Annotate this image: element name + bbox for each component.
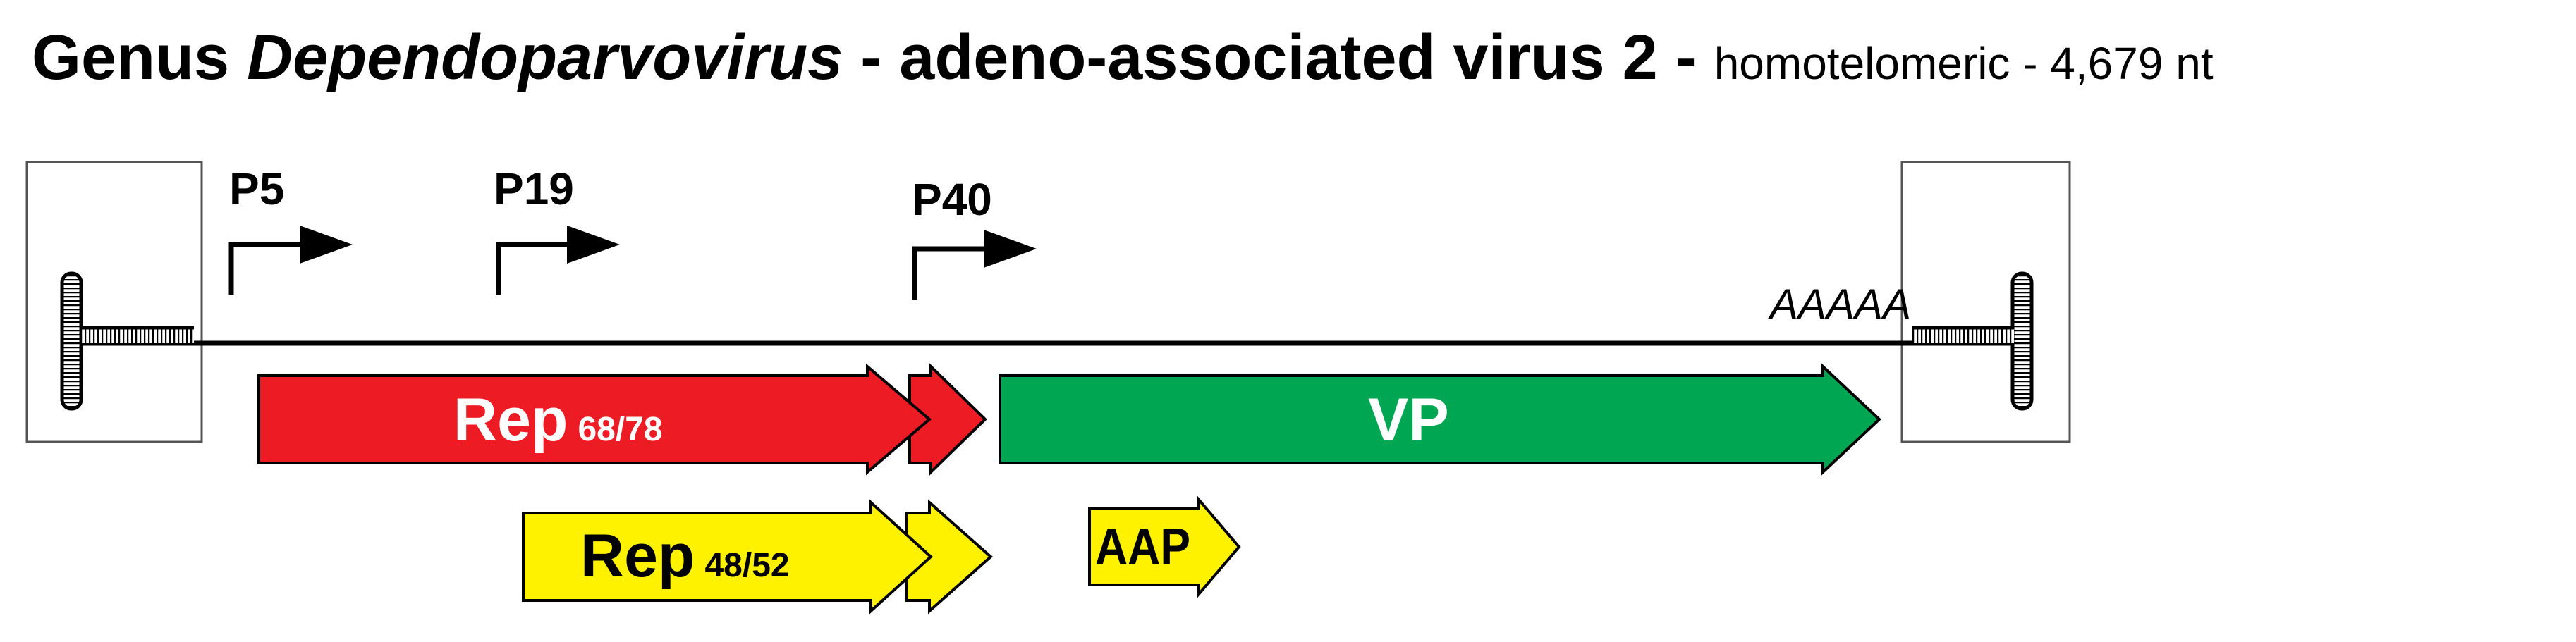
title-separator-1: - xyxy=(843,23,899,93)
orf-arrow xyxy=(908,363,987,476)
orf-arrow xyxy=(905,499,994,615)
bent-arrow-promoter-icon xyxy=(228,242,303,295)
title-genome-info: homotelomeric - 4,679 nt xyxy=(1714,38,2214,89)
left-terminal-box xyxy=(25,161,203,443)
polya-signal-label: AAAAA xyxy=(1768,280,1911,328)
left-itr-hairpin-icon xyxy=(60,271,194,411)
arrow-head xyxy=(984,230,1037,268)
orf-vp: VP xyxy=(999,363,1881,476)
promoter-label: P5 xyxy=(229,163,284,214)
arrow-head xyxy=(567,226,620,264)
orf-arrow xyxy=(999,363,1881,476)
orf-arrow xyxy=(1088,495,1241,598)
orf-name: Rep xyxy=(453,386,568,454)
page-title: Genus Dependoparvovirus - adeno-associat… xyxy=(32,23,2214,93)
right-itr-hairpin-icon xyxy=(1912,271,2034,411)
orf-subscript: 48/52 xyxy=(704,547,789,584)
orf-label: VP xyxy=(1368,386,1449,454)
orf-aap: AAP xyxy=(1088,495,1241,598)
bent-arrow-promoter-icon xyxy=(912,246,987,300)
promoter-p19: P19 xyxy=(494,163,620,295)
orf-name: Rep xyxy=(580,522,695,590)
orf-arrow xyxy=(522,499,933,615)
promoter-p5: P5 xyxy=(228,163,353,295)
right-terminal-box xyxy=(1900,161,2071,443)
orf-subscript: 68/78 xyxy=(578,411,662,448)
arrow-head xyxy=(300,226,353,264)
title-genus-prefix: Genus xyxy=(32,23,247,93)
promoter-label: P19 xyxy=(494,163,574,214)
orf-arrow xyxy=(257,363,932,476)
title-separator-2: - xyxy=(1658,23,1714,93)
orf-label: AAP xyxy=(1095,519,1190,575)
promoter-label: P40 xyxy=(912,174,992,225)
title-genus-name: Dependoparvovirus xyxy=(247,23,843,93)
orf-rep68-78: Rep 68/78 xyxy=(257,363,987,476)
bent-arrow-promoter-icon xyxy=(496,242,570,295)
promoter-p40: P40 xyxy=(912,174,1037,300)
orf-label: Rep 68/78 xyxy=(453,386,663,454)
title-virus-name: adeno-associated virus 2 xyxy=(899,23,1657,93)
